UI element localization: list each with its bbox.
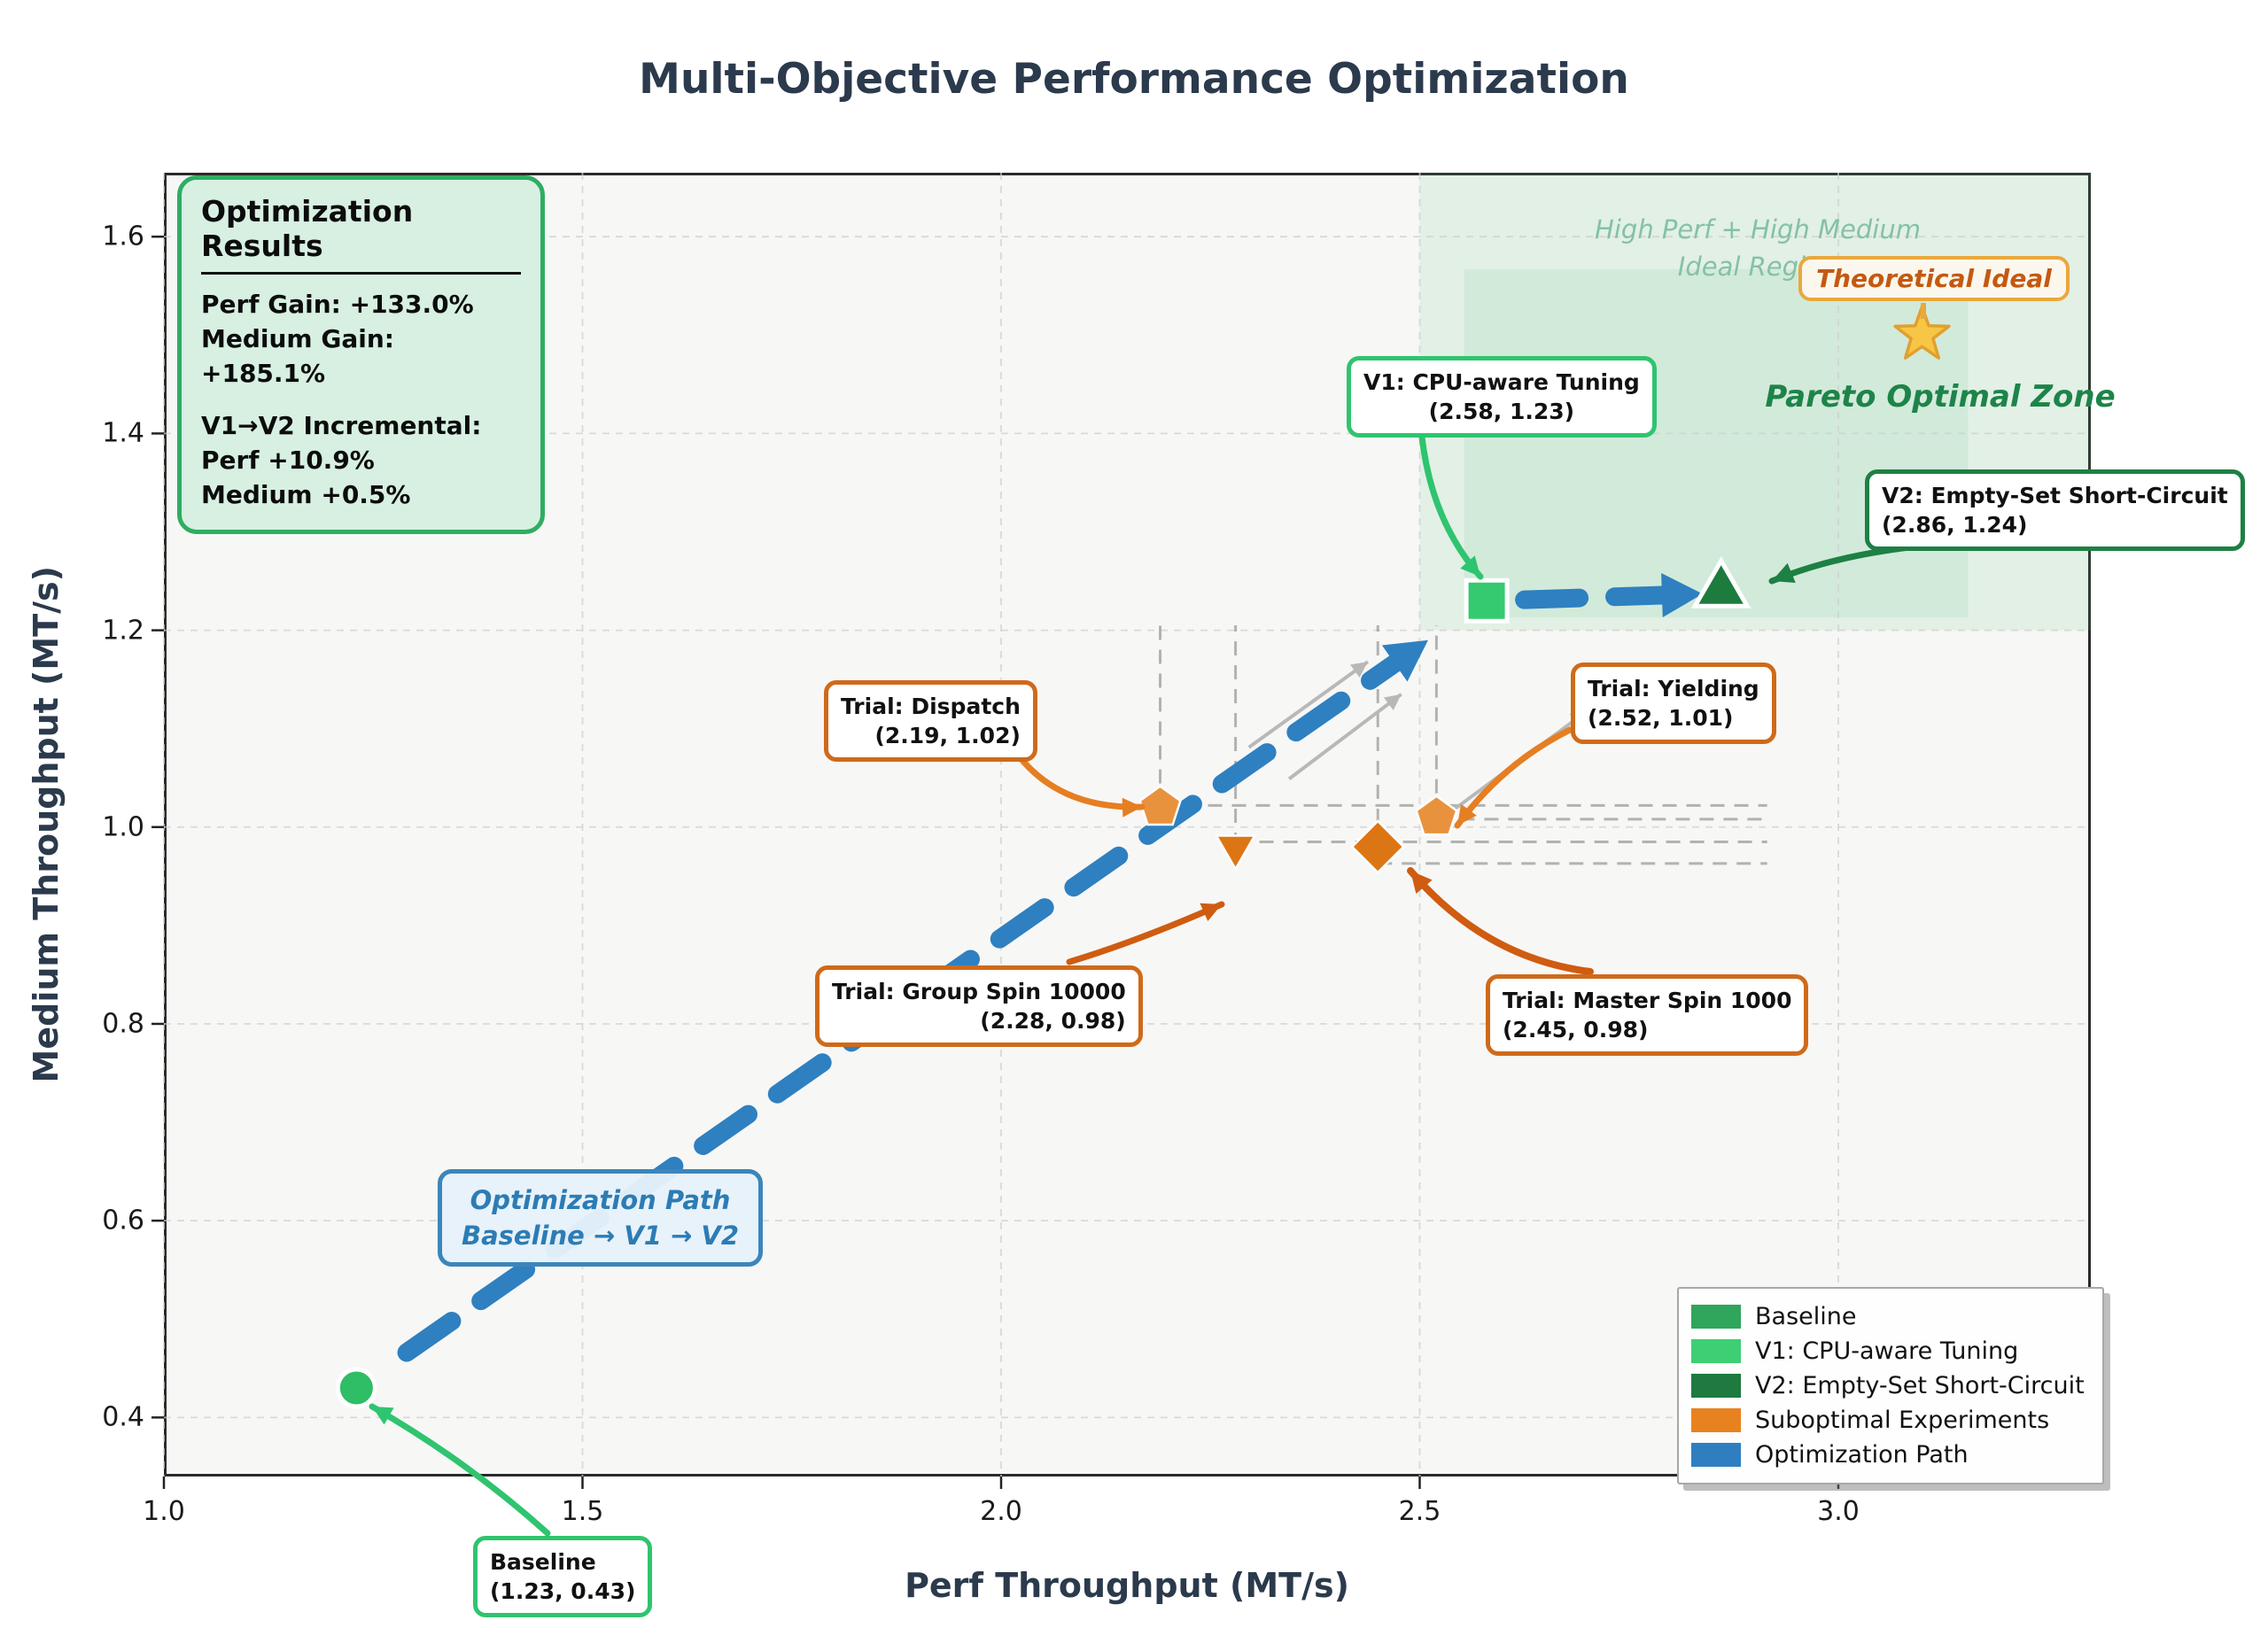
y-tick-label: 0.4 <box>102 1401 144 1433</box>
results-line: Perf Gain: +133.0% <box>201 290 474 319</box>
results-line: Perf +10.9% <box>201 446 375 475</box>
legend-swatch <box>1691 1305 1741 1329</box>
results-line: V1→V2 Incremental: <box>201 411 482 440</box>
legend-item-v2: V2: Empty-Set Short-Circuit <box>1691 1368 2085 1403</box>
annotation-yielding: Trial: Yielding (2.52, 1.01) <box>1571 663 1776 744</box>
legend-item-baseline: Baseline <box>1691 1299 2085 1334</box>
results-line: Medium +0.5% <box>201 480 411 509</box>
legend-swatch <box>1691 1443 1741 1467</box>
optimization-path-label: Optimization Path Baseline → V1 → V2 <box>438 1169 764 1267</box>
legend-swatch <box>1691 1339 1741 1363</box>
legend-item-suboptimal: Suboptimal Experiments <box>1691 1403 2085 1438</box>
y-tick-label: 1.6 <box>102 221 144 252</box>
x-tick-label: 1.0 <box>143 1496 185 1527</box>
annotation-master-spin: Trial: Master Spin 1000 (2.45, 0.98) <box>1486 974 1809 1056</box>
y-axis-label: Medium Throughput (MT/s) <box>27 566 66 1083</box>
y-tick-label: 1.0 <box>102 811 144 843</box>
theoretical-ideal-label: Theoretical Ideal <box>1798 256 2070 301</box>
pareto-zone-label: Pareto Optimal Zone <box>1765 379 2116 415</box>
legend: Baseline V1: CPU-aware Tuning V2: Empty-… <box>1677 1287 2104 1484</box>
x-tick-label: 2.0 <box>980 1496 1022 1527</box>
legend-swatch <box>1691 1374 1741 1398</box>
x-tick-label: 3.0 <box>1817 1496 1860 1527</box>
results-title: Optimization Results <box>201 194 414 263</box>
y-tick-label: 0.6 <box>102 1205 144 1236</box>
chart-title: Multi-Objective Performance Optimization <box>639 55 1629 104</box>
annotation-v2: V2: Empty-Set Short-Circuit (2.86, 1.24) <box>1865 469 2245 551</box>
ideal-region-label: High Perf + High Medium Ideal Region <box>1595 214 1921 282</box>
y-tick-label: 0.8 <box>102 1008 144 1040</box>
results-line: Medium Gain: +185.1% <box>201 324 394 388</box>
x-tick-label: 1.5 <box>561 1496 604 1527</box>
legend-item-v1: V1: CPU-aware Tuning <box>1691 1334 2085 1368</box>
annotation-v1: V1: CPU-aware Tuning (2.58, 1.23) <box>1347 356 1657 438</box>
x-tick-label: 2.5 <box>1398 1496 1441 1527</box>
optimization-results-box: Optimization Results Perf Gain: +133.0% … <box>177 175 545 534</box>
y-tick-label: 1.2 <box>102 615 144 647</box>
legend-item-path: Optimization Path <box>1691 1438 2085 1472</box>
results-line <box>201 391 521 408</box>
legend-swatch <box>1691 1408 1741 1432</box>
annotation-group-spin: Trial: Group Spin 10000 (2.28, 0.98) <box>815 965 1143 1047</box>
annotation-dispatch: Trial: Dispatch (2.19, 1.02) <box>824 680 1037 762</box>
x-axis-label: Perf Throughput (MT/s) <box>905 1566 1349 1605</box>
results-divider <box>201 272 521 275</box>
y-tick-label: 1.4 <box>102 417 144 449</box>
annotation-baseline: Baseline (1.23, 0.43) <box>473 1536 653 1617</box>
